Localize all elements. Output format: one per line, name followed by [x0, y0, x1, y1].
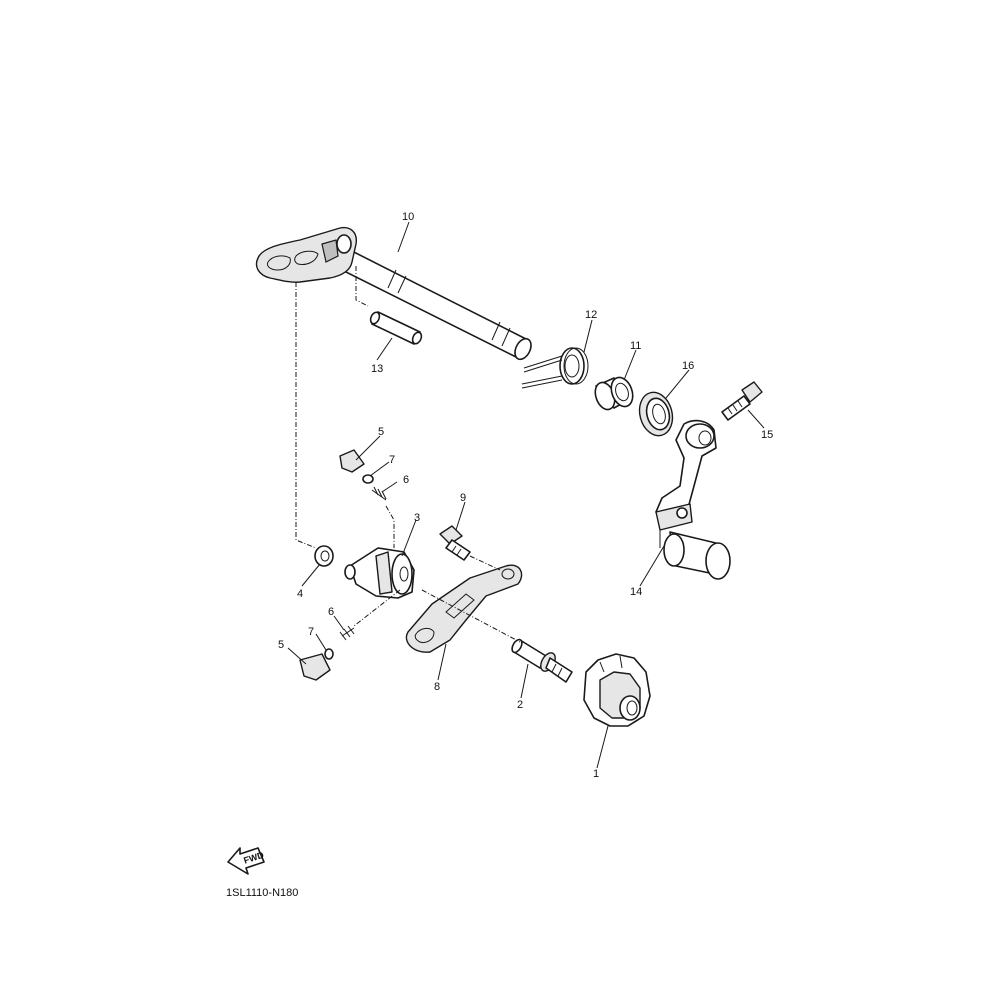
callout-6-lower: 6: [328, 606, 334, 618]
part-7-lower-pin[interactable]: [324, 648, 334, 660]
leader-lines: [287, 221, 765, 769]
callout-11: 11: [630, 340, 641, 352]
part-14-shift-pedal[interactable]: [655, 419, 731, 580]
callout-labels: 1 2 3 4 5 5 6 6 7 7 8 9 10 11 12 13 14 1…: [278, 211, 773, 780]
callout-4: 4: [297, 588, 303, 600]
callout-14: 14: [630, 586, 642, 598]
part-4-washer[interactable]: [314, 545, 334, 567]
diagram-code: 1SL1110-N180: [226, 887, 298, 899]
callout-12: 12: [585, 309, 597, 321]
part-12-torsion-spring[interactable]: [521, 347, 589, 389]
part-1-shift-segment[interactable]: [583, 653, 651, 727]
part-6-lower-spring[interactable]: [339, 625, 355, 641]
callout-15: 15: [761, 429, 773, 441]
callout-8: 8: [434, 681, 440, 693]
callout-5-lower: 5: [278, 639, 284, 651]
part-16-oil-seal[interactable]: [635, 389, 677, 440]
callout-13: 13: [371, 363, 383, 375]
part-15-bolt[interactable]: [721, 381, 763, 421]
callout-9: 9: [460, 492, 466, 504]
part-3-shift-cam[interactable]: [344, 547, 415, 599]
part-6-upper-spring[interactable]: [371, 486, 387, 501]
callout-5-upper: 5: [378, 426, 384, 438]
part-5-lower-stopper-block[interactable]: [299, 653, 331, 681]
fwd-arrow-icon: FWD: [227, 847, 265, 875]
part-2-stud-bolt[interactable]: [510, 638, 573, 683]
part-10-shift-shaft[interactable]: [255, 226, 535, 362]
part-7-upper-pin[interactable]: [362, 474, 374, 484]
callout-3: 3: [414, 512, 420, 524]
callout-1: 1: [593, 768, 599, 780]
part-13-pin[interactable]: [369, 311, 423, 345]
part-5-upper-stopper-block[interactable]: [339, 449, 365, 473]
callout-2: 2: [517, 699, 523, 711]
callout-6-upper: 6: [403, 474, 409, 486]
callout-16: 16: [682, 360, 694, 372]
part-11-collar[interactable]: [592, 374, 637, 412]
callout-7-upper: 7: [389, 454, 395, 466]
assembly-guide-lines: [295, 266, 521, 643]
callout-10: 10: [402, 211, 414, 223]
part-9-bolt[interactable]: [439, 525, 471, 561]
part-8-stopper-plate[interactable]: [405, 564, 523, 653]
callout-7-lower: 7: [308, 626, 314, 638]
